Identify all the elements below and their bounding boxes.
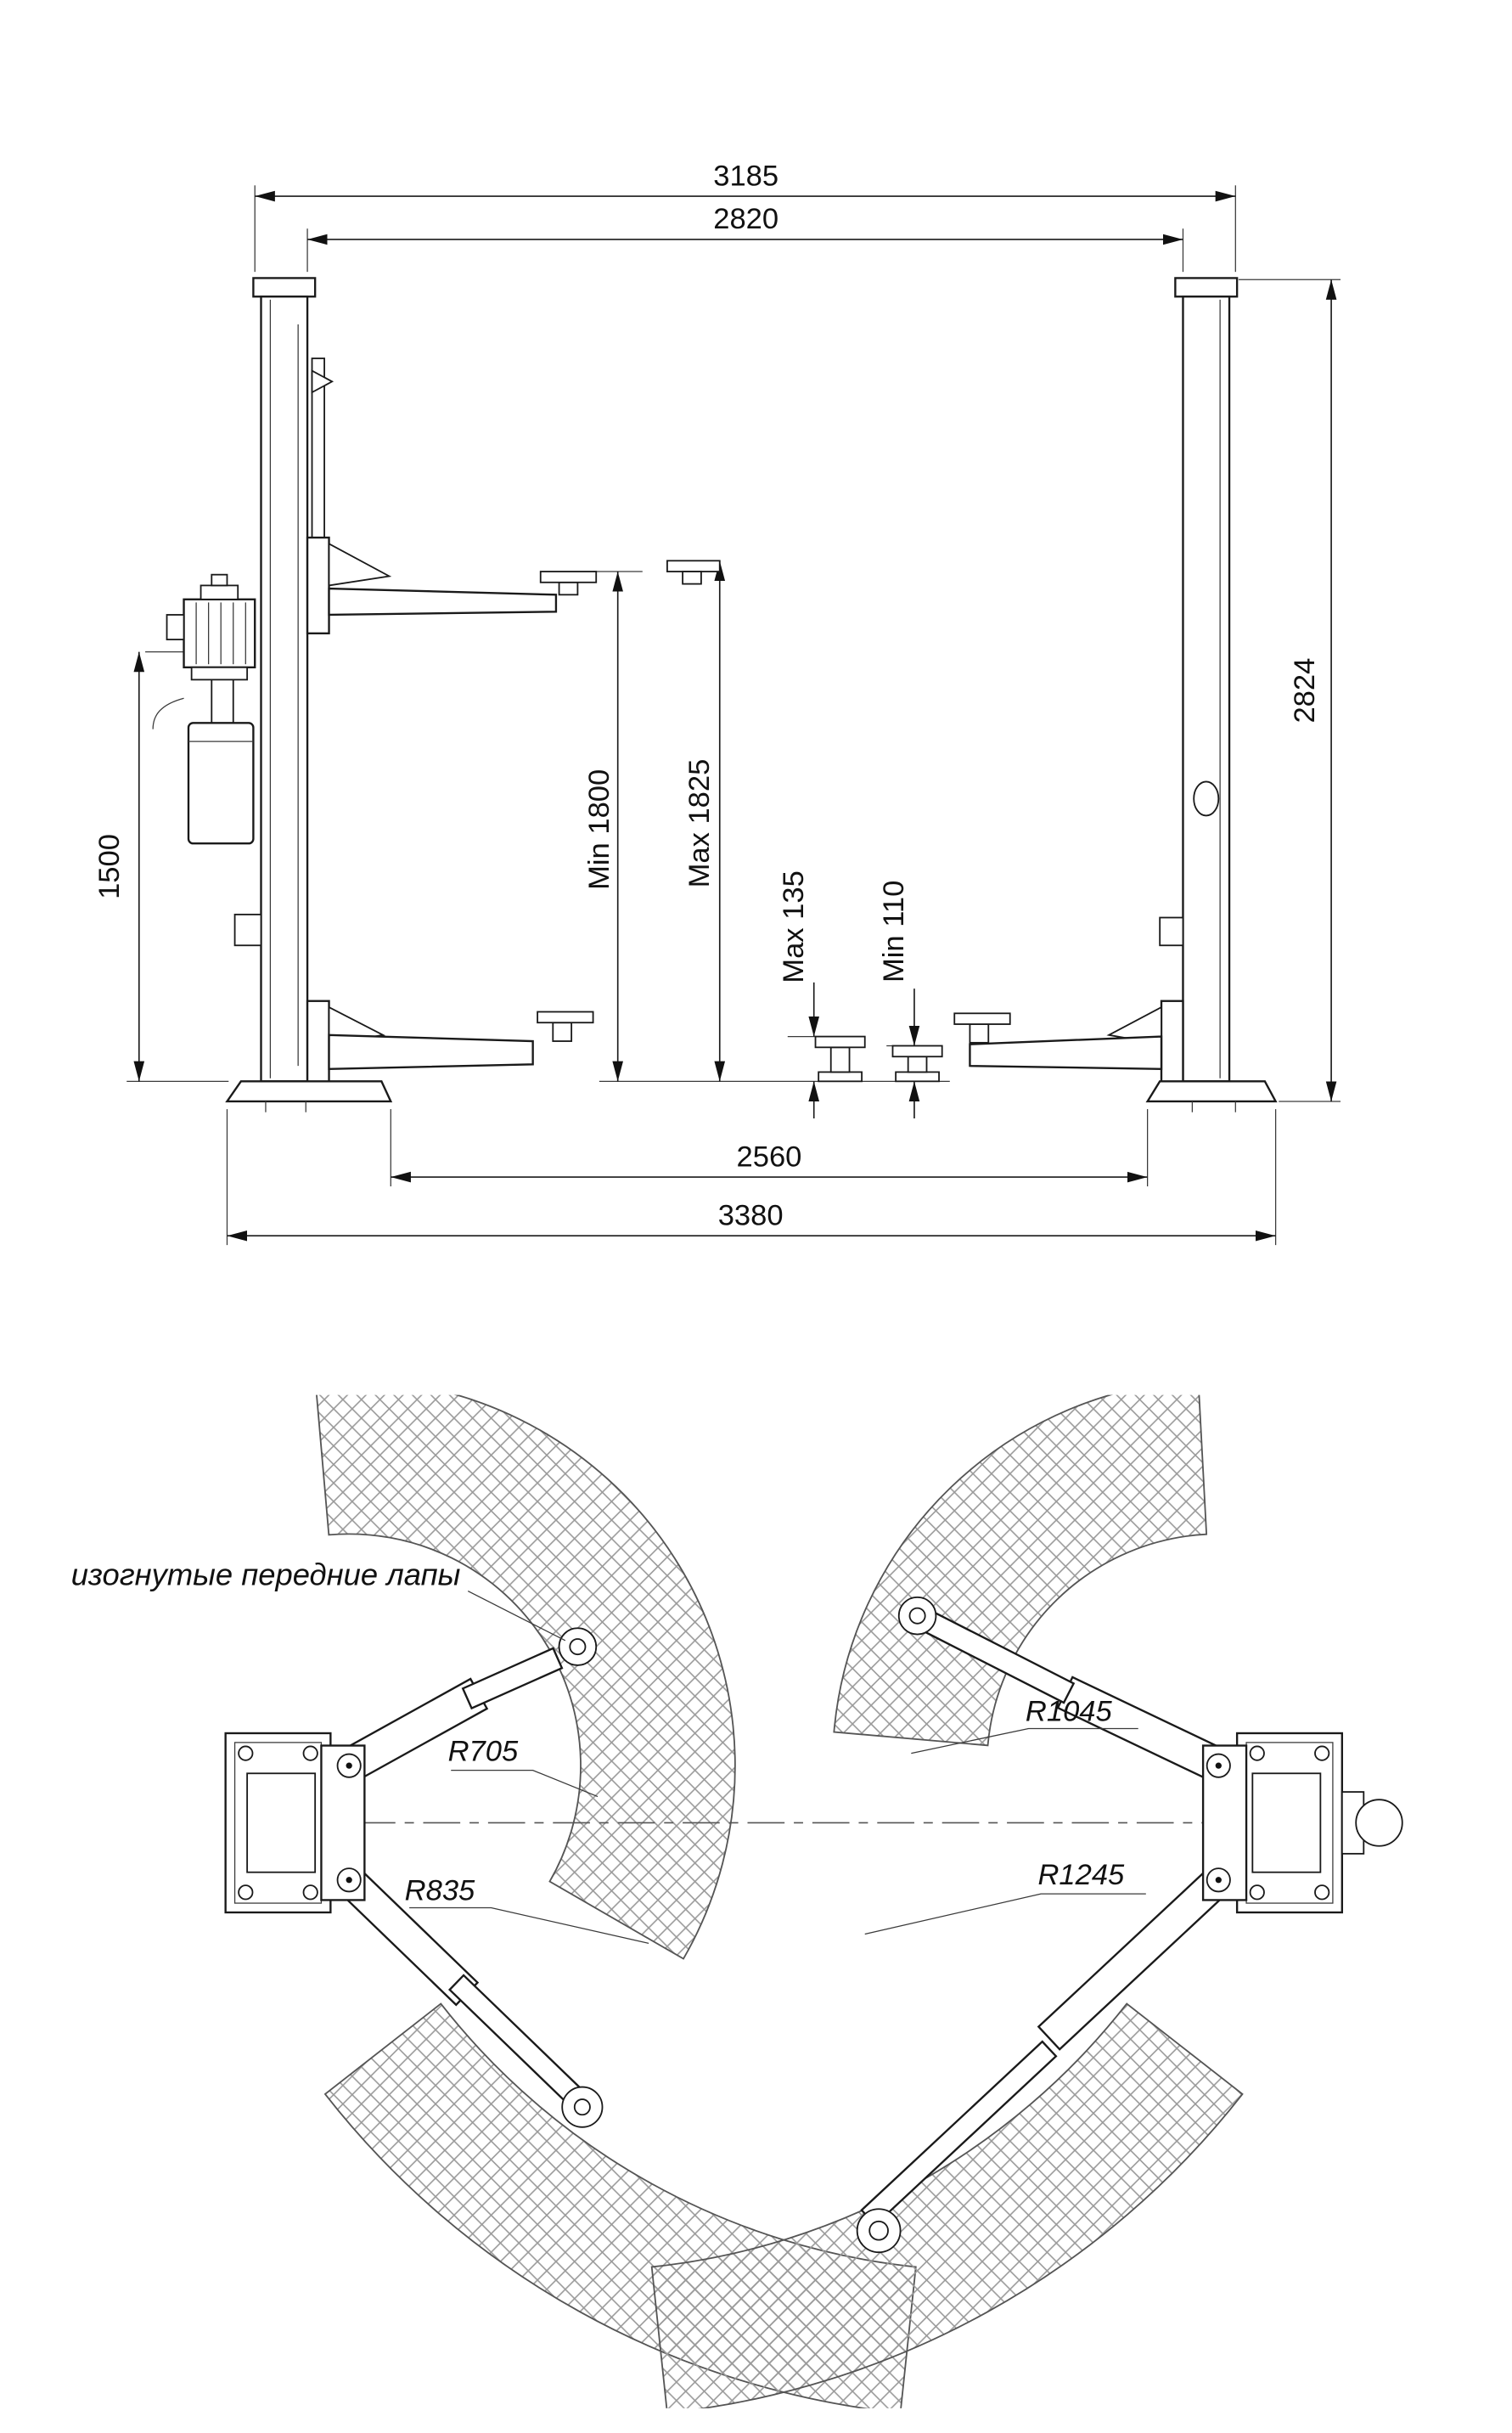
lift-arm-left <box>328 1033 534 1070</box>
anchor-bolt <box>1314 1745 1330 1761</box>
left-post <box>233 277 334 1083</box>
rear-arm-swing-area-right <box>650 2002 1244 2408</box>
anchor-bolt <box>302 1884 318 1901</box>
anchor-bolt <box>1314 1884 1330 1901</box>
dim-base-overall-label: 3380 <box>718 1200 784 1232</box>
lift-arm-right <box>969 1035 1163 1070</box>
front-arm-left <box>339 1627 598 1783</box>
right-post <box>1159 277 1239 1083</box>
note-leader <box>467 1591 566 1642</box>
post-section <box>246 1772 317 1873</box>
dim-top-width-label: 3185 <box>713 160 778 192</box>
r1245-leader <box>864 1893 1146 1935</box>
front-view: 3185 2820 2824 1500 Min 1800 Max 1825 Ma… <box>93 160 1341 1246</box>
junction-box <box>166 614 185 640</box>
anchor-bolt <box>302 1745 318 1761</box>
dim-power-unit-height-label: 1500 <box>93 834 126 899</box>
dim-max-lift-label: Max 1825 <box>683 759 716 888</box>
base-plates <box>225 1080 1278 1112</box>
base-plate-plan-left <box>224 1732 366 1914</box>
post-section <box>1251 1772 1322 1873</box>
radius-front-max-label: R835 <box>405 1874 475 1906</box>
pad-cap-max <box>666 560 721 572</box>
lift-arm <box>328 587 558 617</box>
motor <box>183 598 256 669</box>
base-plate-plan-right <box>1201 1732 1403 1914</box>
carriage-left <box>306 1000 330 1086</box>
radius-front-min-label: R705 <box>448 1736 519 1768</box>
dim-min-lift-label: Min 1800 <box>583 769 615 890</box>
lock-release-box <box>1159 916 1184 947</box>
center-pads <box>814 1035 943 1083</box>
rear-arm-right <box>856 1867 1231 2254</box>
rear-arm-left <box>336 1867 604 2128</box>
dim-overall-height-label: 2824 <box>1289 658 1321 724</box>
motor-flange <box>190 666 249 681</box>
arm-pad <box>856 2208 902 2254</box>
pad-min-110 <box>891 1045 943 1058</box>
arm-pad <box>558 1627 598 1666</box>
dimension-lines <box>133 190 1337 1242</box>
front-arm-swing-area-left <box>316 1394 736 1960</box>
arm-pad <box>561 2086 604 2128</box>
motor-cap <box>200 584 239 600</box>
anchor-bolt <box>1249 1884 1265 1901</box>
r1045-leader <box>911 1727 1138 1754</box>
carriage-right <box>1160 1000 1184 1086</box>
arm-pad <box>897 1596 937 1636</box>
base-plate-left <box>225 1080 393 1103</box>
plan-view: изогнутые передние лапы R705 R835 R1045 … <box>71 1394 1403 2408</box>
upper-carriage-arm <box>306 536 721 634</box>
lock-release-box <box>233 913 262 947</box>
oil-tank <box>187 722 255 845</box>
front-arm-swing-area-right <box>833 1394 1208 1747</box>
base-plate-right <box>1145 1080 1278 1103</box>
front-arms-note: изогнутые передние лапы <box>71 1557 461 1591</box>
anchor-bolt <box>1249 1745 1265 1761</box>
dim-pad-max-label: Max 135 <box>778 870 810 983</box>
hose <box>152 697 184 729</box>
anchor-bolt <box>238 1745 254 1761</box>
pad-max-135 <box>814 1035 866 1049</box>
radius-rear-min-label: R1045 <box>1026 1695 1113 1727</box>
leader-lines <box>409 1591 1146 1944</box>
post-hole <box>1193 780 1220 817</box>
power-unit-motor-plan <box>1355 1799 1403 1847</box>
dim-inner-width-label: 2820 <box>713 203 778 235</box>
carriage <box>306 536 330 634</box>
anchor-bolt <box>238 1884 254 1901</box>
dim-base-inner-label: 2560 <box>737 1140 802 1173</box>
front-arm-right <box>897 1596 1228 1783</box>
power-unit-plan <box>1341 1791 1365 1855</box>
pad-stem-max <box>682 571 702 585</box>
pad-stem <box>558 581 579 596</box>
r835-leader <box>409 1906 649 1944</box>
dim-pad-min-label: Min 110 <box>878 881 910 983</box>
arm-brace <box>328 542 392 587</box>
lower-arms <box>306 1000 1184 1086</box>
pad-cap <box>539 571 598 583</box>
r705-leader <box>451 1769 599 1798</box>
power-unit <box>152 573 256 845</box>
radius-rear-max-label: R1245 <box>1037 1859 1125 1891</box>
swing-areas <box>316 1394 1244 2408</box>
